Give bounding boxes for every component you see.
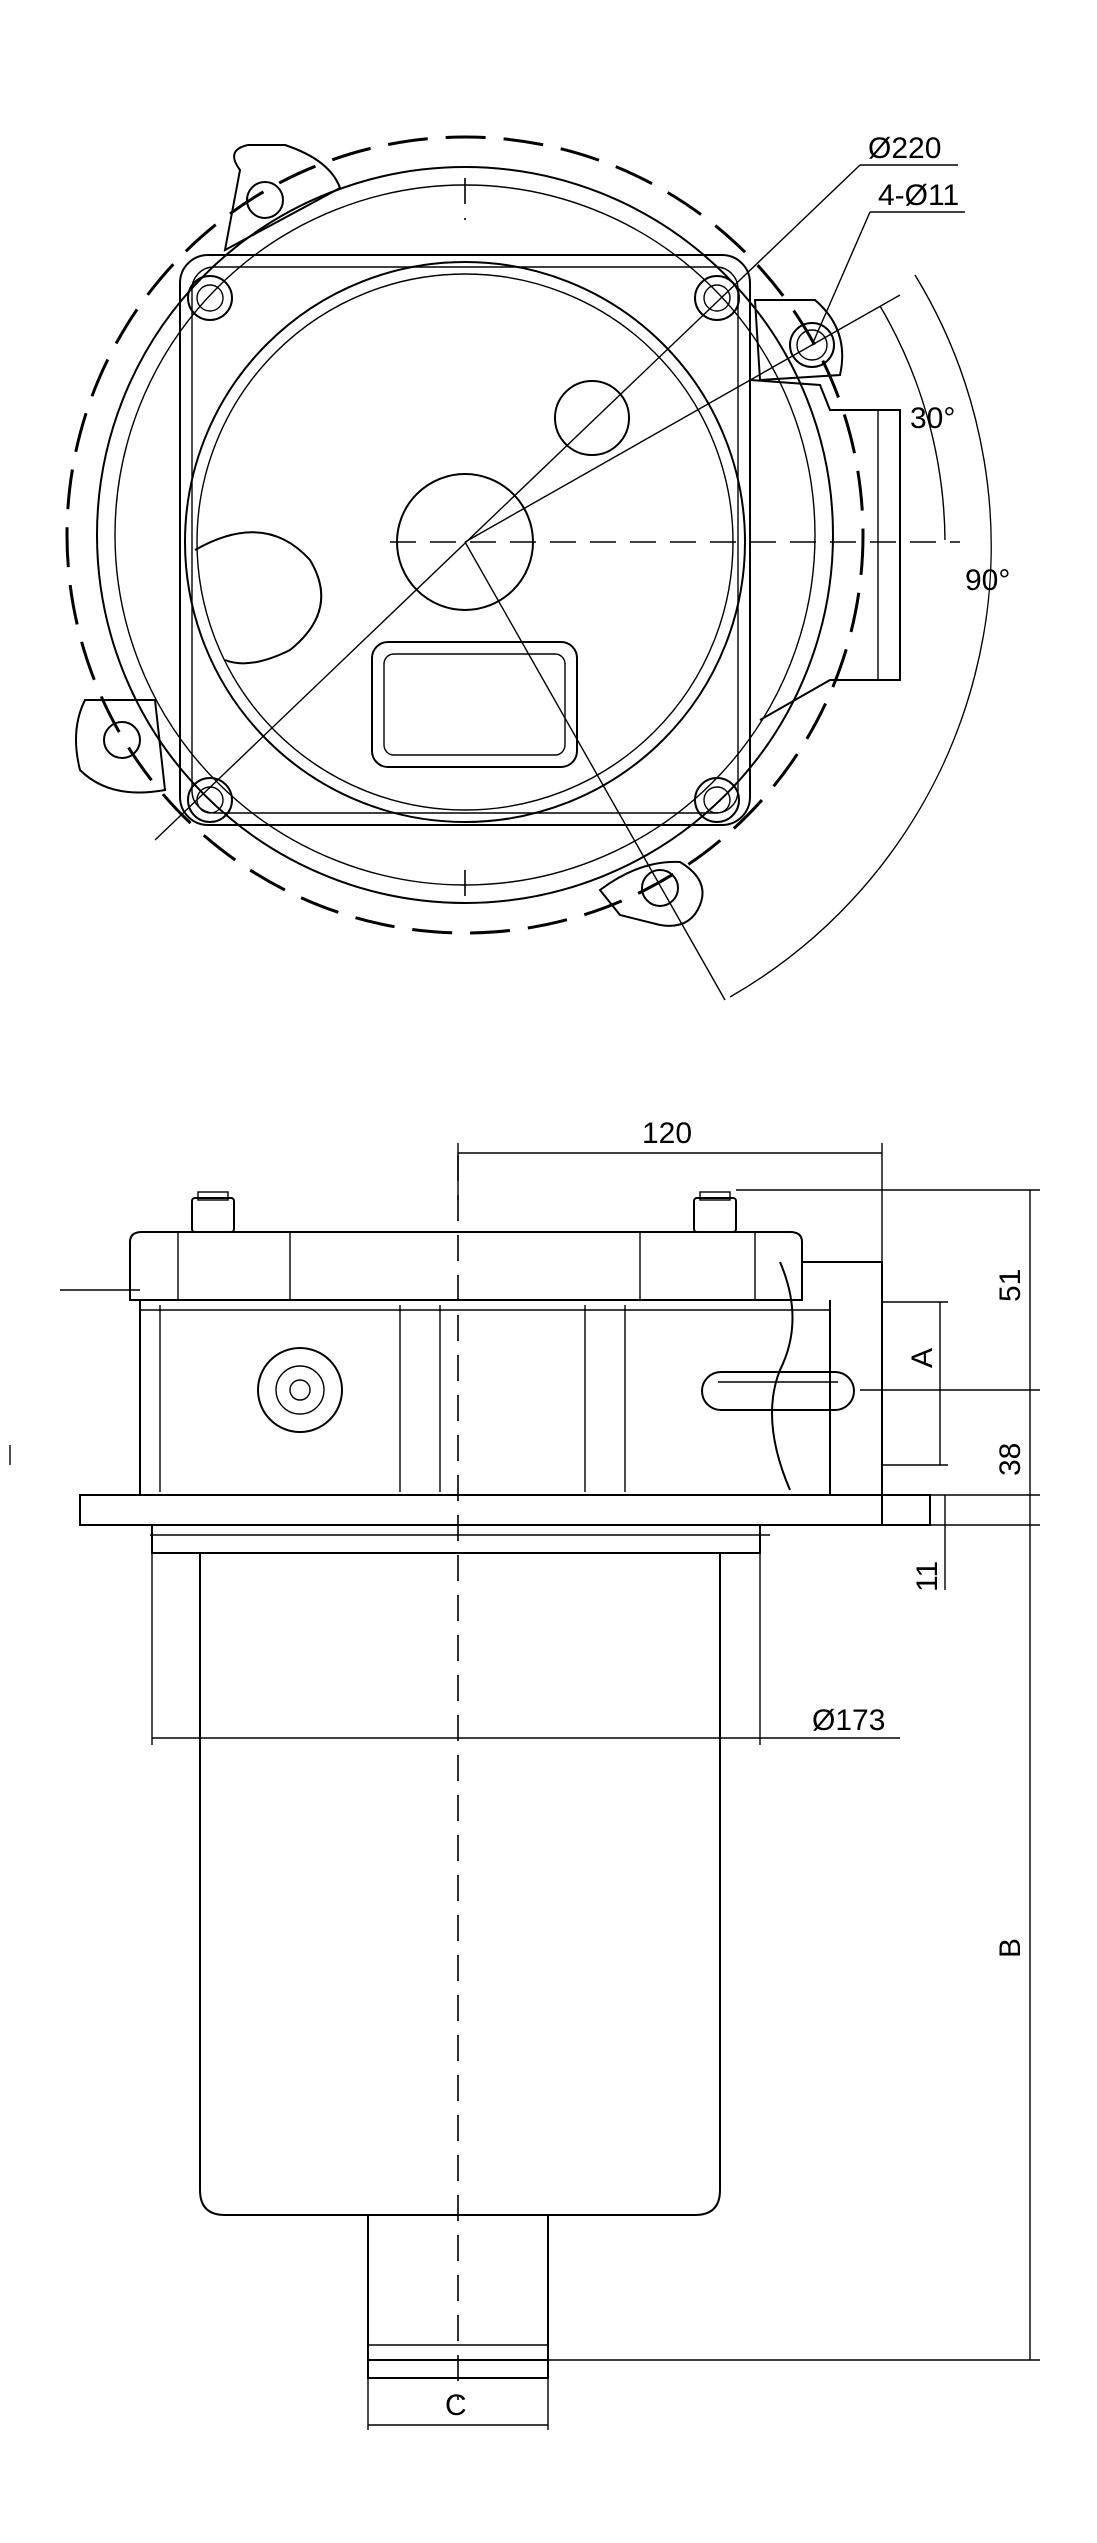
diameter-leader xyxy=(154,164,861,841)
lug-hole-right xyxy=(789,322,835,368)
bolt-bottom-left xyxy=(187,777,233,823)
arc-90 xyxy=(729,274,992,998)
lug-hole-right-inner xyxy=(796,329,828,361)
outlet-flange-curve xyxy=(771,1261,794,1491)
body-circle-outer xyxy=(96,166,834,904)
side-notch xyxy=(194,531,323,665)
outlet-lug xyxy=(753,299,844,382)
angle-90-label: 90° xyxy=(965,564,1010,597)
dim-173-label: Ø173 xyxy=(812,1704,885,1737)
dim-11-label: 11 xyxy=(911,1561,944,1592)
mounting-lug-top xyxy=(223,144,342,252)
inspection-window-inner xyxy=(383,653,566,756)
bolt-head-left-cap xyxy=(197,1191,229,1201)
drain-handle xyxy=(701,1371,855,1411)
dim-C-label: C xyxy=(445,2389,467,2422)
mounting-lug-bottom xyxy=(598,860,704,927)
inner-bowl-circle xyxy=(184,261,746,823)
side-boss-outer xyxy=(257,1347,343,1433)
bolt-head-left xyxy=(191,1197,235,1233)
side-boss-inner xyxy=(275,1365,325,1415)
dim-B-label: B xyxy=(994,1938,1027,1958)
side-boss-hole xyxy=(289,1379,311,1401)
outlet-port xyxy=(749,379,901,721)
small-port xyxy=(554,380,630,456)
square-flange-inner xyxy=(191,266,739,814)
filter-bowl xyxy=(199,1553,721,2216)
bolt-top-right xyxy=(694,275,740,321)
radial-90-line xyxy=(464,541,726,1001)
cover-plate xyxy=(129,1231,803,1301)
lug-hole-left xyxy=(103,721,141,759)
bowl-collar xyxy=(151,1524,761,1554)
lug-hole-top xyxy=(246,181,284,219)
arc-30 xyxy=(879,305,946,541)
bolt-top-left xyxy=(187,275,233,321)
mounting-lug-left xyxy=(75,699,167,794)
bolt-head-right-cap xyxy=(699,1191,731,1201)
dim-holes-label: 4-Ø11 xyxy=(878,179,959,212)
radial-30-line xyxy=(464,294,901,543)
dim-bolt-circle-label: Ø220 xyxy=(868,132,941,165)
dim-A-label: A xyxy=(906,1348,939,1368)
side-view: 120 51 38 B A 11 Ø173 C xyxy=(9,1117,1040,2430)
bolt-top-right-inner xyxy=(703,284,731,312)
bolt-bottom-right xyxy=(694,777,740,823)
top-view: Ø220 4-Ø11 30° 90° xyxy=(65,132,1010,1001)
outlet-pipe xyxy=(802,1261,883,1526)
bolt-top-left-inner xyxy=(196,284,224,312)
bolt-bottom-right-inner xyxy=(703,786,731,814)
base-flange xyxy=(79,1494,931,1526)
angle-30-label: 30° xyxy=(910,402,955,435)
bolt-head-right xyxy=(693,1197,737,1233)
hole-leader xyxy=(811,211,871,346)
dim-51-label: 51 xyxy=(994,1269,1027,1302)
outer-dashed-circle xyxy=(65,135,865,935)
inspection-window xyxy=(371,641,578,768)
lug-hole-bottom xyxy=(641,869,679,907)
dim-38-label: 38 xyxy=(994,1443,1027,1476)
dim-120-label: 120 xyxy=(642,1117,692,1150)
housing-body xyxy=(139,1300,831,1496)
square-flange xyxy=(179,254,751,826)
